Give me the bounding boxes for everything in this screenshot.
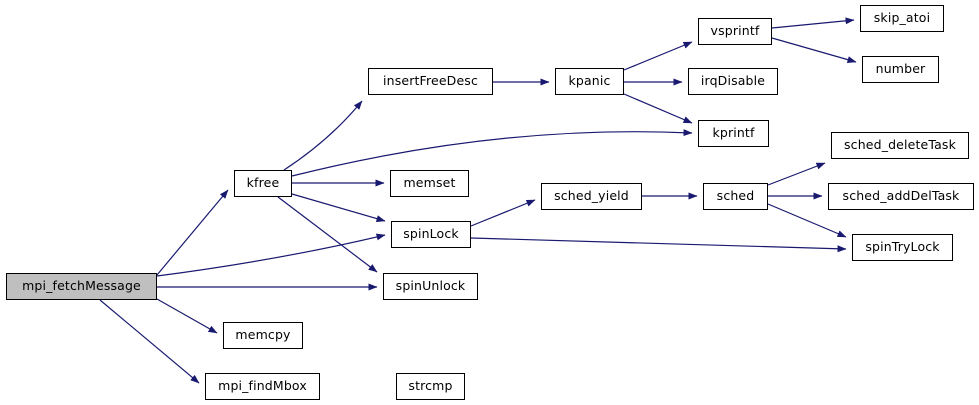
node-vsprintf[interactable]: vsprintf	[698, 18, 772, 45]
edge-spinLock-to-sched_yield	[470, 199, 536, 227]
edge-kfree-to-spinUnlock	[277, 196, 378, 273]
edge-mpi_fetchMessage-to-memcpy	[156, 298, 218, 334]
edge-mpi_fetchMessage-to-mpi_findMbox	[99, 299, 200, 384]
edge-vsprintf-to-skip_atoi	[771, 17, 855, 29]
node-mpi_fetchMessage[interactable]: mpi_fetchMessage	[6, 273, 157, 300]
edge-vsprintf-to-number	[771, 37, 857, 64]
node-memset[interactable]: memset	[390, 170, 469, 197]
node-sched_deleteTask[interactable]: sched_deleteTask	[831, 132, 969, 159]
node-irqDisable[interactable]: irqDisable	[688, 68, 778, 95]
node-kprintf[interactable]: kprintf	[698, 120, 769, 147]
edge-mpi_fetchMessage-to-spinLock	[156, 233, 386, 277]
node-kfree[interactable]: kfree	[234, 170, 292, 197]
edge-sched-to-sched_deleteTask	[767, 162, 826, 186]
node-spinLock[interactable]: spinLock	[391, 221, 471, 248]
node-strcmp[interactable]: strcmp	[396, 373, 465, 400]
edge-mpi_fetchMessage-to-kfree	[156, 189, 229, 276]
edge-spinLock-to-spinTryLock	[470, 237, 847, 253]
edge-kpanic-to-kprintf	[623, 93, 693, 124]
node-spinUnlock[interactable]: spinUnlock	[383, 273, 478, 300]
node-memcpy[interactable]: memcpy	[223, 322, 303, 349]
node-sched[interactable]: sched	[703, 183, 768, 210]
node-sched_addDelTask[interactable]: sched_addDelTask	[828, 183, 974, 210]
node-number[interactable]: number	[862, 56, 939, 83]
node-sched_yield[interactable]: sched_yield	[541, 183, 642, 210]
node-insertFreeDesc[interactable]: insertFreeDesc	[368, 68, 493, 95]
edge-kpanic-to-vsprintf	[623, 41, 693, 71]
edge-kfree-to-spinLock	[291, 193, 386, 222]
node-kpanic[interactable]: kpanic	[555, 68, 624, 95]
node-skip_atoi[interactable]: skip_atoi	[860, 5, 944, 32]
node-spinTryLock[interactable]: spinTryLock	[852, 234, 953, 261]
edge-kfree-to-insertFreeDesc	[283, 100, 363, 171]
node-mpi_findMbox[interactable]: mpi_findMbox	[205, 373, 320, 400]
edge-kfree-to-kprintf	[291, 129, 693, 177]
